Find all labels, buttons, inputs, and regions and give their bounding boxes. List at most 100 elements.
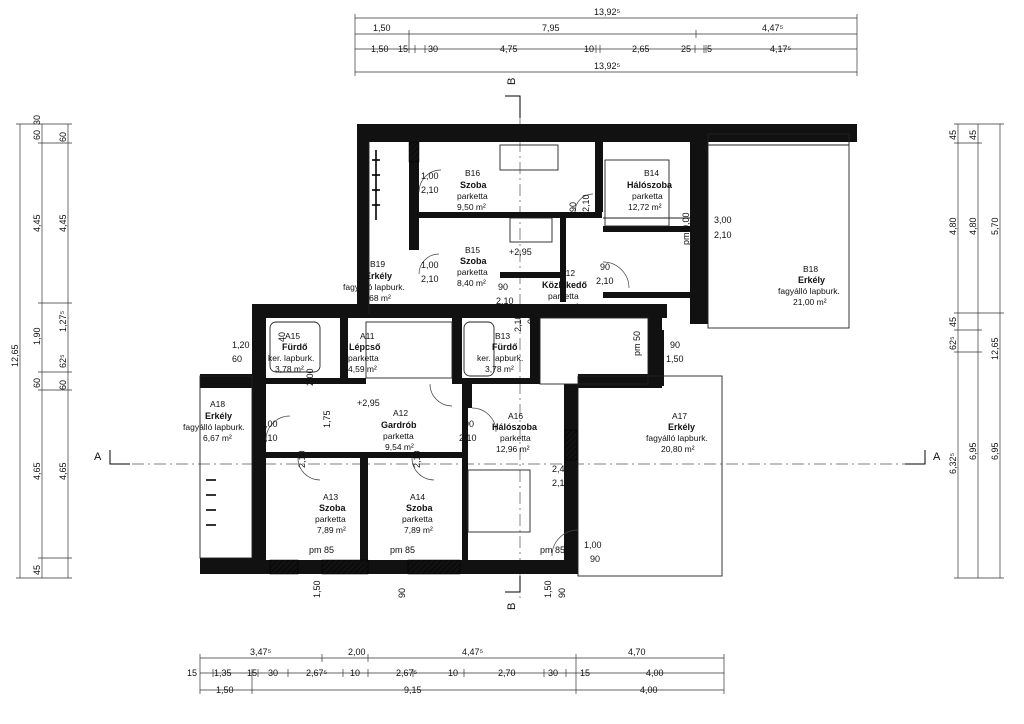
room-floor: fagyálló lapburk. xyxy=(183,422,245,432)
dim: 4,47⁵ xyxy=(462,647,484,657)
open-dim: 1,75 xyxy=(322,410,332,428)
room-b16: B16 Szoba parketta 9,50 m² xyxy=(457,168,488,212)
room-floor: parketta xyxy=(315,514,346,524)
dim: 30 xyxy=(268,668,278,678)
opening-labels: 1,00 2,10 90 2,10 3,00 2,10 pm 0,00 1,00… xyxy=(232,171,732,598)
room-name: Hálószoba xyxy=(627,180,673,190)
open-dim: 2,10 xyxy=(496,296,514,306)
room-area: 9,54 m² xyxy=(385,442,414,452)
room-a13: A13 Szoba parketta 7,89 m² xyxy=(315,492,346,535)
room-a14: A14 Szoba parketta 7,89 m² xyxy=(402,492,433,535)
dim: 4,75 xyxy=(500,44,518,54)
dim: 2,67⁵ xyxy=(306,668,328,678)
open-dim: 1,00 xyxy=(421,171,439,181)
room-id: A17 xyxy=(672,411,687,421)
open-dim: 90 xyxy=(670,340,680,350)
dim: 2,67⁵ xyxy=(396,668,418,678)
top-ticks xyxy=(354,14,858,76)
room-area: 6,67 m² xyxy=(203,433,232,443)
open-dim: 2,10 xyxy=(581,194,591,212)
room-name: Erkély xyxy=(668,422,695,432)
dim: 4,45 xyxy=(58,214,68,232)
open-dim: 2,10 xyxy=(412,450,422,468)
open-dim: pm 50 xyxy=(632,331,642,356)
room-b19: B19 Erkély fagyálló lapburk. 6,68 m² xyxy=(343,259,405,303)
room-name: Közlekedő xyxy=(542,280,588,290)
room-b14: B14 Hálószoba parketta 12,72 m² xyxy=(627,168,673,212)
level-mark: +2,95 xyxy=(357,398,380,408)
room-id: A18 xyxy=(210,399,225,409)
open-dim: 2,10 xyxy=(552,478,570,488)
dim: 6,95 xyxy=(990,442,1000,460)
dim: 4,45 xyxy=(32,214,42,232)
dim-total-top-2: 13,92⁵ xyxy=(594,61,621,71)
dim: 4,00 xyxy=(646,668,664,678)
room-name: Fürdő xyxy=(492,342,518,352)
room-b18: B18 Erkély fagyálló lapburk. 21,00 m² xyxy=(778,264,840,307)
open-dim: pm 0,00 xyxy=(681,212,691,245)
dim: 60 xyxy=(32,130,42,140)
door-swings xyxy=(265,169,630,557)
dim: 4,65 xyxy=(32,462,42,480)
dim: 15 xyxy=(580,668,590,678)
open-dim: 2,40 xyxy=(552,464,570,474)
dim: 60 xyxy=(58,132,68,142)
section-a-left: A xyxy=(94,451,102,463)
room-floor: parketta xyxy=(383,431,414,441)
open-dim: 1,50 xyxy=(543,580,553,598)
section-lines xyxy=(110,96,925,600)
open-dim: 2,10 xyxy=(459,433,477,443)
room-area: 20,80 m² xyxy=(661,444,695,454)
dim: 4,80 xyxy=(948,217,958,235)
room-name: Hálószoba xyxy=(492,422,538,432)
room-id: B14 xyxy=(644,168,659,178)
open-dim: 2,00 xyxy=(305,368,315,386)
room-floor: parketta xyxy=(457,267,488,277)
dim: 5,70 xyxy=(990,217,1000,235)
dim: 45 xyxy=(968,130,978,140)
dim: 45 xyxy=(948,317,958,327)
dim: 62⁵ xyxy=(948,336,958,350)
dim: 60 xyxy=(32,378,42,388)
bottom-dimensions xyxy=(199,654,725,694)
light-lines xyxy=(199,133,850,577)
room-area: 12,96 m² xyxy=(496,444,530,454)
dim-total-top: 13,92⁵ xyxy=(594,7,621,17)
dim: 1,35 xyxy=(214,668,232,678)
dim: 30 xyxy=(428,44,438,54)
open-dim: 40 xyxy=(277,332,287,342)
open-dim: 2,10 xyxy=(596,276,614,286)
dim: 12,65 xyxy=(990,337,1000,360)
room-floor: parketta xyxy=(500,433,531,443)
room-area: 7,89 m² xyxy=(317,525,346,535)
dim: 4,47⁵ xyxy=(762,23,784,33)
dim: 60 xyxy=(58,380,68,390)
dim: 15 xyxy=(398,44,408,54)
dim: 4,80 xyxy=(968,217,978,235)
room-a12: A12 Gardrób parketta 9,54 m² xyxy=(381,408,417,452)
room-labels: B16 Szoba parketta 9,50 m² B14 Hálószoba… xyxy=(183,168,840,535)
room-area: 7,89 m² xyxy=(404,525,433,535)
room-name: Fürdő xyxy=(282,342,308,352)
railing-stripes xyxy=(206,150,380,526)
room-floor: parketta xyxy=(457,191,488,201)
room-area: 3,78 m² xyxy=(485,364,514,374)
dim: 1,50 xyxy=(373,23,391,33)
section-marker-texts: B B A A xyxy=(94,78,941,610)
dim: 9,15 xyxy=(404,685,422,695)
open-dim: 2,10 xyxy=(297,450,307,468)
right-dimensions xyxy=(954,123,1004,579)
open-dim: 2,10 xyxy=(260,433,278,443)
dim: 62⁵ xyxy=(58,354,68,368)
room-area: 4,02 m² xyxy=(550,302,579,312)
left-dimensions xyxy=(16,123,72,579)
open-dim: 90 xyxy=(397,588,407,598)
open-dim: pm 85 xyxy=(309,545,334,555)
room-name: Erkély xyxy=(205,411,232,421)
room-name: Szoba xyxy=(406,503,433,513)
dim: 4,17⁵ xyxy=(770,44,792,54)
dim: 15 xyxy=(247,668,257,678)
open-dim: 2,10 xyxy=(421,185,439,195)
room-name: Szoba xyxy=(319,503,346,513)
